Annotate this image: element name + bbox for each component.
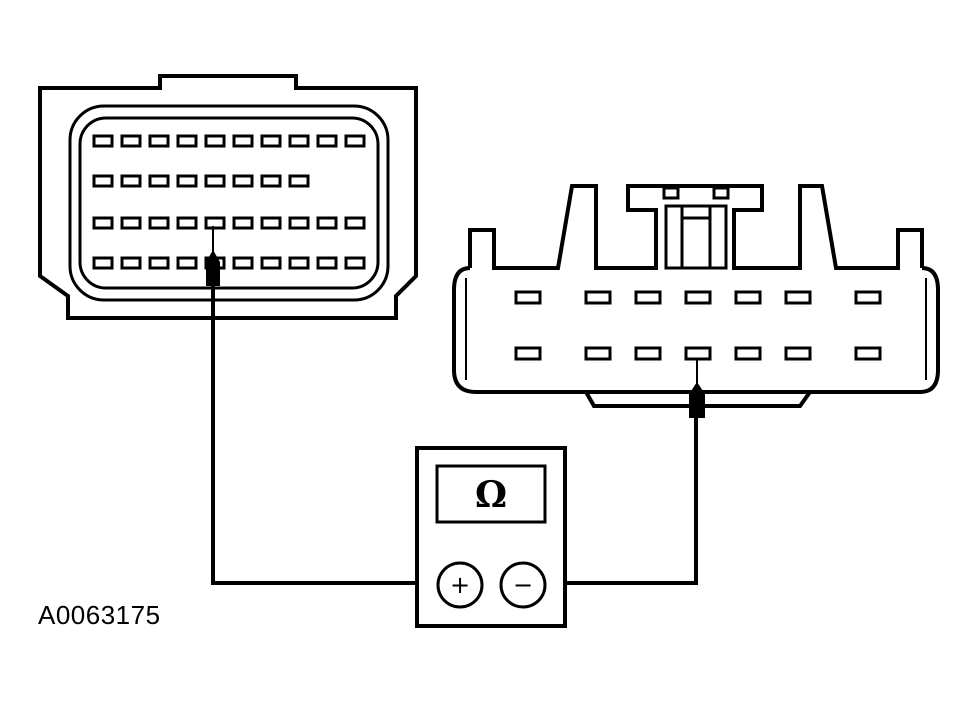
right-connector-pins (514, 290, 882, 361)
left-connector (38, 74, 418, 320)
left-pin-cavity (260, 174, 282, 188)
left-connector-pins (92, 134, 366, 270)
left-pin-cavity (92, 216, 114, 230)
negative-terminal-label: − (513, 571, 533, 599)
left-pin-cavity (288, 256, 310, 270)
right-pin-cavity (854, 290, 882, 305)
left-pin-cavity (316, 256, 338, 270)
left-pin-cavity (204, 216, 226, 230)
left-pin-cavity (260, 134, 282, 148)
right-pin-cavity (634, 290, 662, 305)
negative-terminal (499, 561, 547, 609)
positive-terminal (436, 561, 484, 609)
left-pin-cavity (288, 216, 310, 230)
left-pin-cavity (316, 216, 338, 230)
test-leads (211, 286, 698, 585)
right-pin-cavity (854, 346, 882, 361)
left-pin-cavity (344, 134, 366, 148)
left-pin-cavity (232, 256, 254, 270)
left-pin-cavity (92, 174, 114, 188)
probe-tips (206, 226, 705, 418)
right-pin-cavity (784, 346, 812, 361)
left-pin-cavity (120, 216, 142, 230)
right-pin-cavity (684, 290, 712, 305)
left-pin-cavity (232, 174, 254, 188)
left-pin-cavity (176, 216, 198, 230)
left-pin-cavity (148, 216, 170, 230)
left-pin-cavity (344, 256, 366, 270)
ohm-symbol: Ω (475, 474, 507, 516)
left-pin-cavity (288, 174, 310, 188)
ohmmeter: Ω + − (415, 446, 567, 628)
left-pin-cavity (120, 174, 142, 188)
negative-probe-tip (689, 382, 705, 418)
right-pin-cavity (684, 346, 712, 361)
left-pin-cavity (204, 134, 226, 148)
right-pin-cavity (634, 346, 662, 361)
left-pin-cavity (232, 216, 254, 230)
figure-id: A0063175 (38, 600, 161, 630)
right-pin-cavity (734, 290, 762, 305)
left-pin-cavity (120, 256, 142, 270)
left-pin-cavity (176, 256, 198, 270)
left-pin-cavity (204, 174, 226, 188)
left-pin-cavity (148, 174, 170, 188)
positive-lead-wire (211, 286, 438, 585)
left-pin-cavity (316, 134, 338, 148)
left-pin-cavity (260, 256, 282, 270)
left-pin-cavity (148, 134, 170, 148)
left-pin-cavity (176, 134, 198, 148)
right-pin-cavity (734, 346, 762, 361)
right-pin-cavity (584, 290, 612, 305)
left-pin-cavity (92, 256, 114, 270)
left-pin-cavity (176, 174, 198, 188)
left-pin-cavity (288, 134, 310, 148)
right-pin-cavity (584, 346, 612, 361)
right-connector (452, 184, 940, 408)
right-pin-cavity (514, 346, 542, 361)
left-pin-cavity (344, 216, 366, 230)
right-pin-cavity (784, 290, 812, 305)
right-pin-cavity (514, 290, 542, 305)
positive-probe-tip (206, 250, 220, 286)
left-pin-cavity (260, 216, 282, 230)
left-pin-cavity (120, 134, 142, 148)
positive-terminal-label: + (450, 571, 470, 599)
left-pin-cavity (148, 256, 170, 270)
left-pin-cavity (232, 134, 254, 148)
meter-display (435, 464, 547, 524)
negative-lead-wire (546, 418, 698, 585)
left-pin-cavity (92, 134, 114, 148)
